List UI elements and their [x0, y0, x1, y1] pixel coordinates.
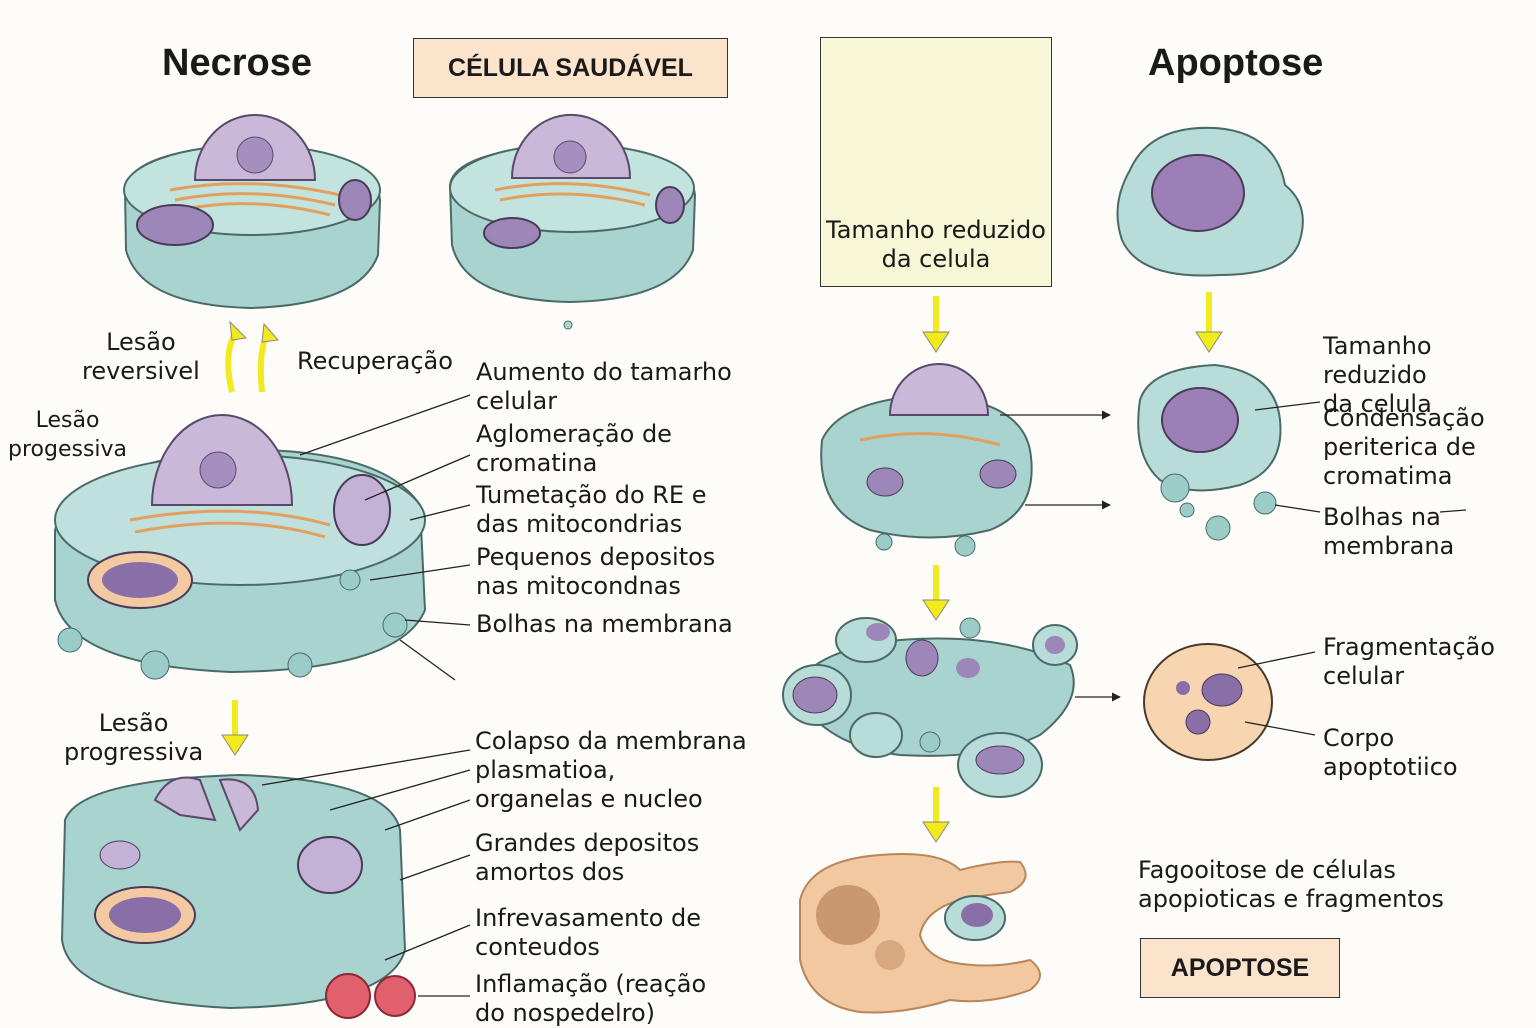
label-small-deposits: Pequenos depositos nas mitocondnas	[476, 543, 716, 600]
label-cell-size-increase: Aumento do tamarho celular	[476, 358, 732, 415]
label-reversible-injury: Lesão reversivel	[82, 328, 200, 385]
cell-fragmenting	[782, 617, 1078, 798]
label-phagocytosis: Fagooitose de células apopioticas e frag…	[1138, 856, 1444, 913]
cell-blebbing	[820, 363, 1033, 557]
cell-swollen	[54, 414, 427, 680]
reduced-size-label: Tamanho reduzido da celula	[826, 216, 1046, 273]
necrosis-leader-lines	[261, 394, 471, 997]
apoptosis-arrows	[922, 292, 1223, 843]
label-chromatin-condensation: Condensação periterica de cromatima	[1323, 404, 1485, 490]
reversible-arrows	[225, 320, 279, 393]
phagocyte	[799, 853, 1041, 1014]
apoptosis-title: Apoptose	[1148, 42, 1324, 84]
apoptosis-box: APOPTOSE	[1140, 938, 1340, 998]
cell-apoptotic-blebs	[1137, 363, 1282, 541]
label-content-leakage: Infrevasamento de conteudos	[475, 904, 702, 961]
apoptotic-body	[1143, 643, 1273, 761]
label-membrane-blebs-apoptosis: Bolhas na membrana	[1323, 503, 1455, 560]
label-membrane-collapse: Colapso da membrana plasmatioa, organela…	[475, 727, 747, 813]
cell-apoptotic-condensed	[1116, 126, 1304, 277]
label-chromatin-clumping: Aglomeração de cromatina	[476, 420, 672, 477]
healthy-cell-label: CÉLULA SAUDÁVEL	[448, 53, 693, 82]
label-recovery: Recuperação	[297, 347, 453, 375]
cell-necrosis-top	[123, 114, 382, 310]
label-large-deposits: Grandes depositos amortos dos	[475, 829, 700, 886]
cell-necrotic	[60, 773, 416, 1019]
label-progressive-injury-1: Lesão progessiva	[8, 408, 128, 462]
necrosis-title: Necrose	[162, 42, 312, 84]
necrosis-down-arrow	[221, 700, 249, 756]
healthy-cell-box: CÉLULA SAUDÁVEL	[413, 38, 728, 98]
cell-healthy	[448, 113, 697, 330]
label-apoptotic-body: Corpo apoptotiico	[1323, 724, 1458, 781]
label-cell-fragmentation: Fragmentação celular	[1323, 633, 1495, 690]
label-er-swelling: Tumetação do RE e das mitocondrias	[476, 481, 707, 538]
label-membrane-blebs-necrosis: Bolhas na membrana	[476, 610, 733, 638]
label-inflammation: Inflamação (reação do nospedelro)	[475, 970, 707, 1027]
reduced-size-box: Tamanho reduzido da celula	[820, 37, 1052, 287]
apoptosis-box-label: APOPTOSE	[1170, 953, 1310, 982]
label-progressive-injury-2: Lesão progressiva	[64, 709, 204, 766]
label-reduced-size: Tamanho reduzido da celula	[1323, 332, 1432, 418]
apoptosis-leaders	[1000, 401, 1467, 736]
